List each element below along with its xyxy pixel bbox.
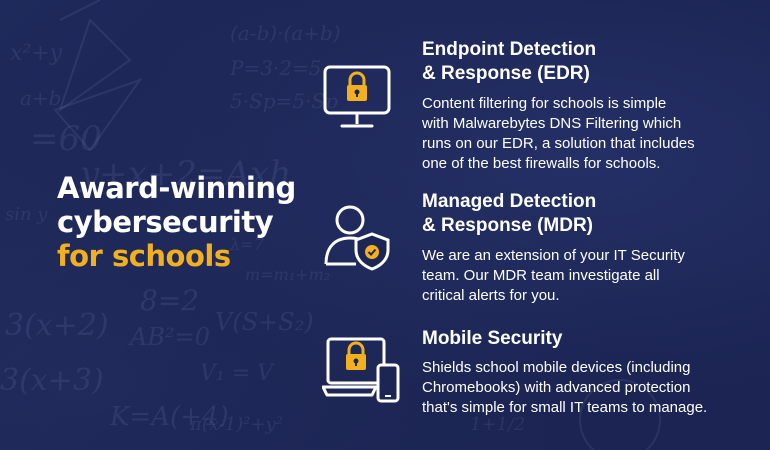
svg-text:P=3·2=5: P=3·2=5	[229, 56, 322, 80]
feature-mobile-security-description: Shields school mobile devices (including…	[422, 359, 708, 416]
svg-text:5·Sp=5·Sp: 5·Sp=5·Sp	[230, 89, 338, 113]
feature-mobile-security-title: Mobile Security	[422, 328, 563, 349]
monitor-lock-icon	[322, 64, 392, 137]
svg-text:V(S+S₂): V(S+S₂)	[215, 308, 314, 336]
feature-mdr-description: We are an extension of your IT Security …	[422, 247, 685, 304]
laptop-phone-lock-icon	[321, 335, 404, 410]
headline-accent: for schools	[57, 239, 231, 273]
svg-text:3(x+3): 3(x+3)	[0, 363, 104, 398]
svg-text:m=m₁+m₂: m=m₁+m₂	[245, 265, 330, 284]
user-shield-icon	[322, 202, 394, 277]
feature-mdr-title: Managed Detection & Response (MDR)	[422, 191, 597, 236]
feature-edr-description: Content filtering for schools is simple …	[422, 95, 695, 172]
headline-line-2: cybersecurity	[57, 205, 274, 239]
headline: Award-winning cybersecurity for schools	[57, 171, 296, 273]
svg-text:sin y: sin y	[5, 204, 48, 225]
svg-text:π(x-1)²+y²: π(x-1)²+y²	[189, 414, 283, 435]
svg-text:V₁ = V: V₁ = V	[200, 361, 275, 386]
feature-edr-title: Endpoint Detection & Response (EDR)	[422, 39, 597, 84]
svg-text:=60: =60	[30, 119, 102, 159]
svg-text:8=2: 8=2	[140, 284, 199, 317]
svg-text:a+b: a+b	[20, 86, 61, 110]
svg-text:K=A(+4): K=A(+4)	[109, 402, 229, 432]
headline-line-1: Award-winning	[57, 171, 296, 205]
svg-text:y+x+2=Axh: y+x+2=Axh	[78, 154, 291, 194]
svg-text:(a-b)·(a+b): (a-b)·(a+b)	[230, 21, 341, 45]
svg-text:x²+y: x²+y	[10, 41, 63, 66]
svg-text:3(x+2): 3(x+2)	[5, 308, 109, 343]
svg-text:AB²=0: AB²=0	[128, 323, 210, 351]
svg-text:1+1/2: 1+1/2	[470, 414, 526, 435]
svg-text:λ=7: λ=7	[229, 235, 265, 254]
